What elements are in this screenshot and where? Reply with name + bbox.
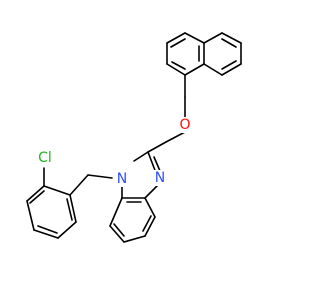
svg-text:N: N (155, 170, 165, 186)
svg-text:Cl: Cl (38, 150, 52, 166)
svg-text:O: O (179, 117, 190, 133)
atom-oxygen: O (178, 117, 192, 133)
svg-text:N: N (117, 171, 127, 187)
atom-nitrogen-3: N (153, 170, 167, 186)
molecule-structure: O N N Cl (26, 32, 242, 243)
benzimidazole-ring (109, 151, 161, 243)
atom-nitrogen-1: N (115, 171, 129, 187)
ether-linker (147, 96, 186, 153)
naphthalene-ring (166, 32, 242, 98)
chlorobenzyl-group (26, 167, 113, 239)
atom-chlorine: Cl (35, 150, 55, 166)
